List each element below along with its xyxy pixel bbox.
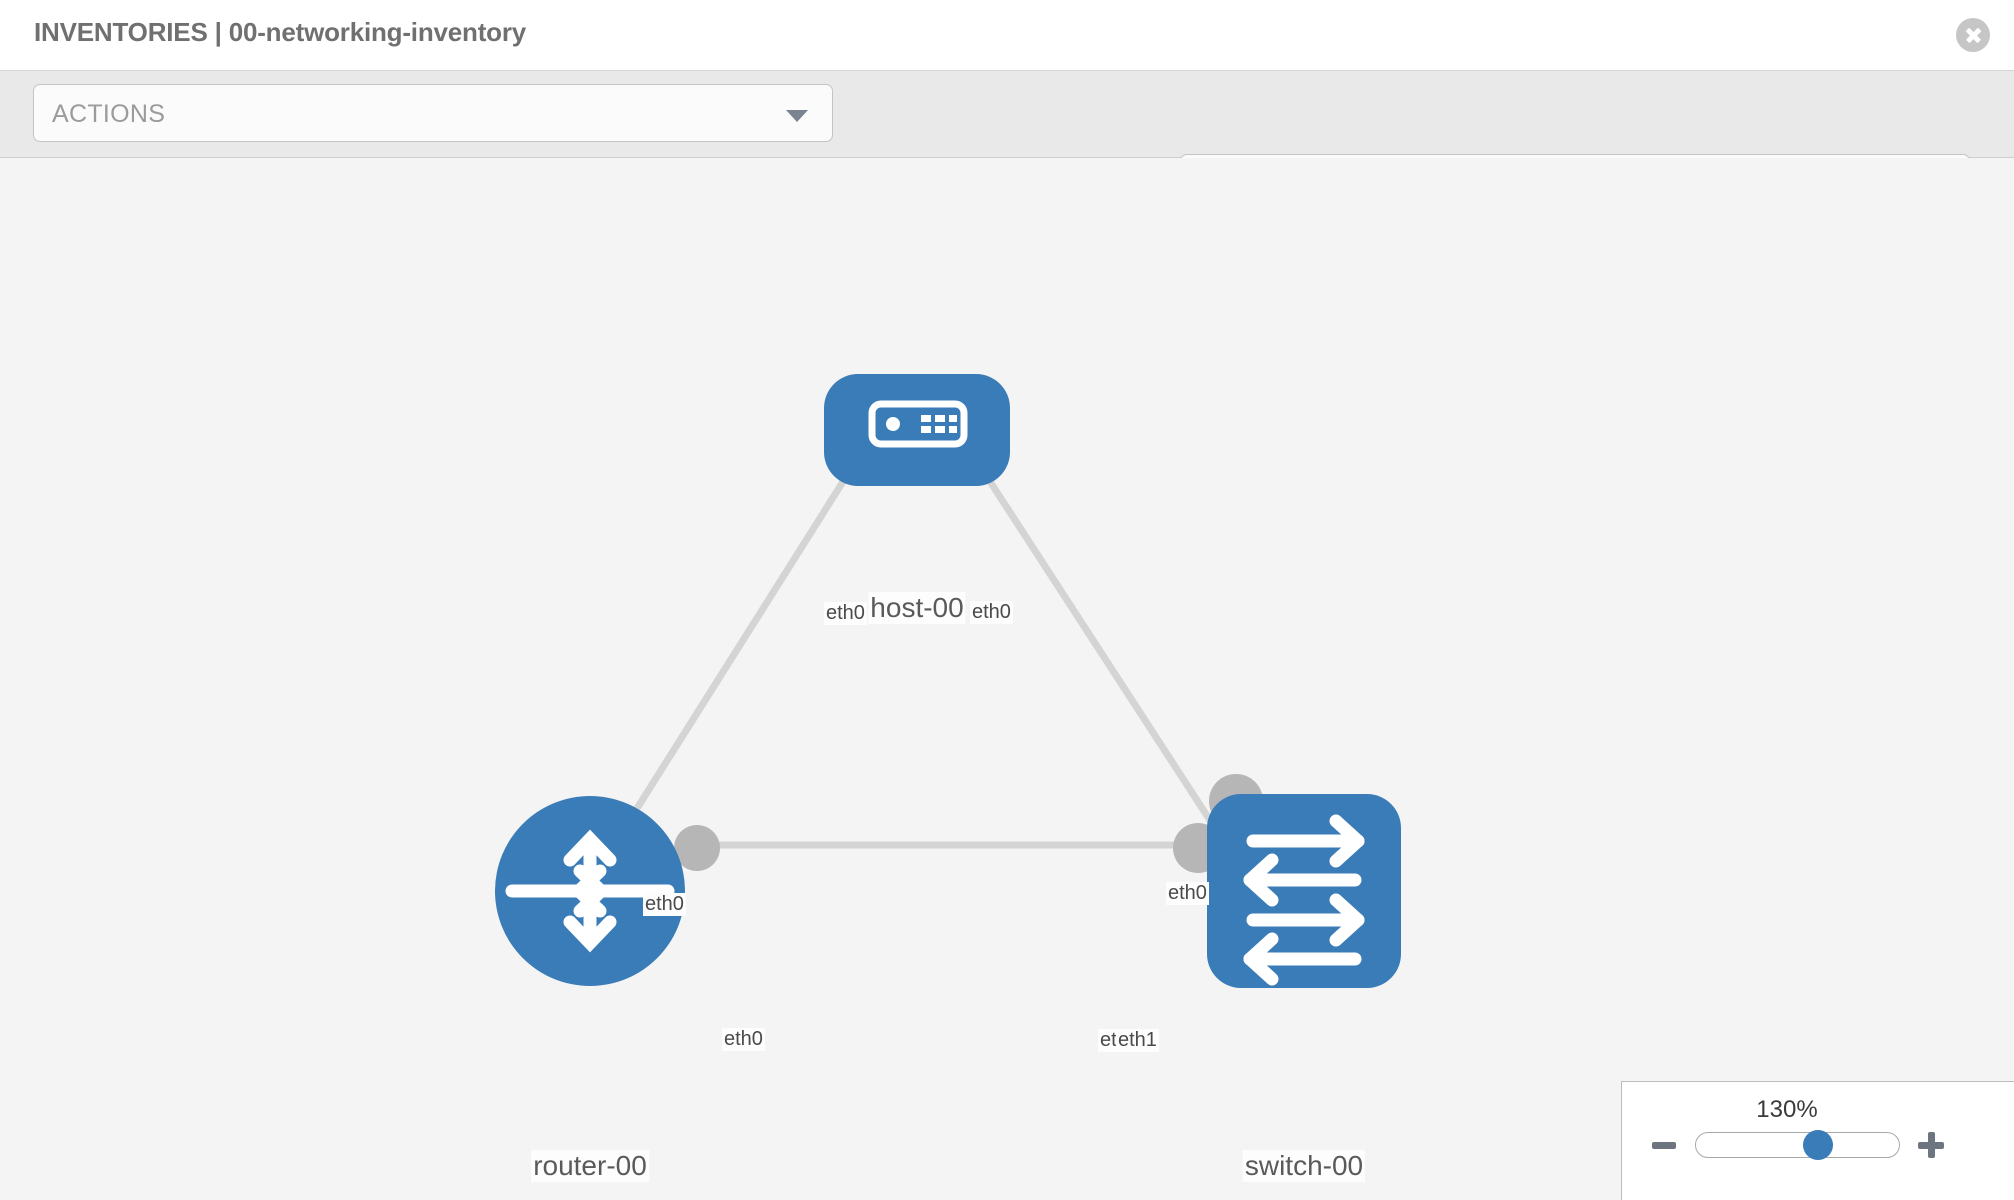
zoom-slider-thumb[interactable] bbox=[1802, 1130, 1833, 1160]
toolbar: ACTIONS SEARCH bbox=[0, 70, 2014, 212]
actions-dropdown[interactable]: ACTIONS bbox=[33, 84, 833, 142]
edge-host-switch[interactable] bbox=[949, 421, 1231, 850]
edge-host-router[interactable] bbox=[609, 421, 883, 850]
actions-dropdown-label: ACTIONS bbox=[52, 100, 166, 128]
edge-label-eth0: eth0 bbox=[970, 601, 1013, 624]
topology-canvas[interactable]: eth0 eth0 eth0 eth0 eth0 eth eth1 host-0… bbox=[0, 158, 2014, 1200]
node-host-00[interactable] bbox=[824, 374, 1010, 486]
chevron-down-icon bbox=[786, 110, 808, 122]
close-icon[interactable] bbox=[1956, 18, 1990, 52]
edge-label-eth1: eth1 bbox=[1116, 1029, 1159, 1052]
topology-graph bbox=[495, 374, 1401, 988]
zoom-level-value: 130% bbox=[1756, 1096, 1818, 1123]
edge-label-eth0: eth0 bbox=[1166, 882, 1209, 905]
node-router-00[interactable] bbox=[495, 796, 685, 986]
node-switch-00[interactable] bbox=[1207, 794, 1401, 988]
port-router-eth0[interactable] bbox=[674, 825, 720, 871]
node-label-switch-00: switch-00 bbox=[1242, 1150, 1366, 1182]
node-label-router-00: router-00 bbox=[531, 1150, 649, 1182]
edge-label-eth0: eth0 bbox=[722, 1028, 765, 1051]
zoom-out-button[interactable] bbox=[1652, 1142, 1676, 1149]
zoom-in-button[interactable] bbox=[1918, 1132, 1944, 1158]
zoom-slider[interactable] bbox=[1695, 1130, 1900, 1160]
zoom-control-panel: 130% bbox=[1621, 1081, 2014, 1200]
node-label-host-00: host-00 bbox=[868, 592, 966, 624]
page-title: INVENTORIES | 00-networking-inventory bbox=[34, 17, 527, 47]
edge-label-eth0: eth0 bbox=[824, 602, 867, 625]
page-header: INVENTORIES | 00-networking-inventory bbox=[0, 0, 2014, 70]
edge-label-eth0: eth0 bbox=[643, 893, 686, 916]
